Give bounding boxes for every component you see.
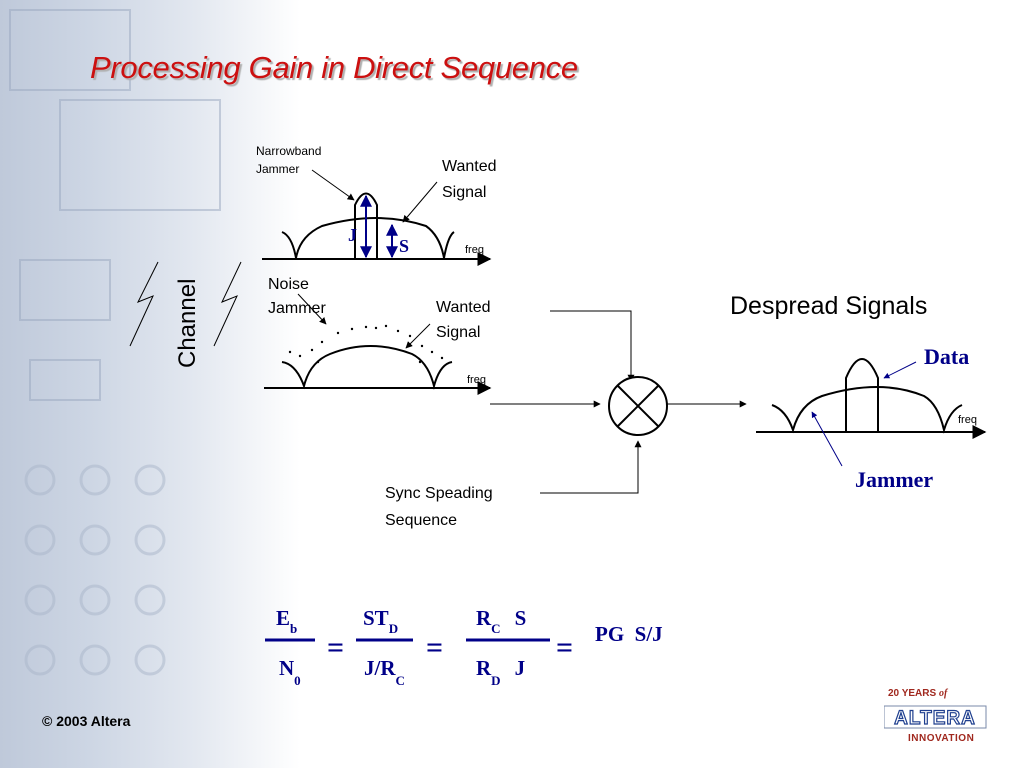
logo-years: 20 YEARS of xyxy=(888,688,948,699)
mixer-symbol xyxy=(608,376,668,436)
narrowband-jammer-pointer xyxy=(311,169,355,201)
eq-term1-numerator: Eb xyxy=(276,606,297,636)
sync-label-2: Sequence xyxy=(385,512,457,529)
slide-title: Processing Gain in Direct Sequence xyxy=(90,50,578,85)
narrowband-jammer-label-1: Narrowband xyxy=(256,144,321,158)
despread-data-spike xyxy=(845,358,879,431)
despread-jammer-curve xyxy=(771,386,963,434)
despread-freq-label: freq xyxy=(958,414,977,426)
background-pattern xyxy=(9,9,221,676)
despread-title: Despread Signals xyxy=(730,292,927,320)
despread-data-label: Data xyxy=(924,344,969,369)
despread-jammer-label: Jammer xyxy=(855,467,933,492)
s-label: S xyxy=(399,236,409,256)
eq-equals-3: = xyxy=(556,631,573,664)
middle-wanted-signal-curve xyxy=(281,345,453,390)
logo-tagline: INNOVATION xyxy=(908,733,975,744)
top-wanted-signal-label-1: Wanted xyxy=(442,158,497,175)
top-spectrum: J S freq Narrowband Jammer Wanted Signal xyxy=(256,144,497,266)
despread-spectrum: Despread Signals freq Data Jammer xyxy=(730,292,987,492)
despread-jammer-pointer xyxy=(811,411,843,467)
eq-term1-denominator: N0 xyxy=(279,656,301,688)
middle-wanted-signal-label-1: Wanted xyxy=(436,299,491,316)
channel-lightning-right xyxy=(213,261,242,347)
middle-freq-label: freq xyxy=(467,374,486,386)
narrowband-jammer-label-2: Jammer xyxy=(256,162,299,176)
eq-term3-denominator: RDJ xyxy=(476,656,525,688)
top-wanted-signal-curve xyxy=(281,217,455,259)
logo-brand: ALTERA xyxy=(894,708,976,729)
eq-term2-numerator: STD xyxy=(363,606,398,636)
eq-equals-1: = xyxy=(327,631,344,664)
altera-logo-mark: ALTERA xyxy=(884,705,987,729)
top-freq-label: freq xyxy=(465,244,484,256)
sync-label-1: Sync Speading xyxy=(385,485,493,502)
altera-logo: 20 YEARS of ALTERA INNOVATION xyxy=(878,688,996,748)
middle-wanted-signal-label-2: Signal xyxy=(436,324,480,341)
copyright: © 2003 Altera xyxy=(42,713,131,729)
noise-jammer-pointer xyxy=(297,293,327,325)
signal-to-mixer-line xyxy=(550,310,635,382)
despread-data-pointer xyxy=(883,361,917,379)
sync-to-mixer-line xyxy=(540,440,642,494)
j-label: J xyxy=(348,225,357,245)
noise-jammer-label-1: Noise xyxy=(268,276,309,293)
eq-equals-2: = xyxy=(426,631,443,664)
background-panel xyxy=(0,0,300,768)
top-jammer-spike xyxy=(354,192,378,258)
channel-label: Channel xyxy=(174,279,201,368)
middle-spectrum: freq Noise Jammer Wanted Signal xyxy=(264,276,492,395)
middle-wanted-signal-pointer xyxy=(405,323,431,349)
noise-jammer-label-2: Jammer xyxy=(268,300,326,317)
channel-lightning-left xyxy=(129,261,159,347)
top-wanted-signal-pointer xyxy=(402,181,438,223)
noise-jammer-dots xyxy=(288,324,444,364)
eq-term2-denominator: J/RC xyxy=(364,656,405,688)
eq-result: PG S/J xyxy=(595,622,663,646)
top-wanted-signal-label-2: Signal xyxy=(442,184,486,201)
